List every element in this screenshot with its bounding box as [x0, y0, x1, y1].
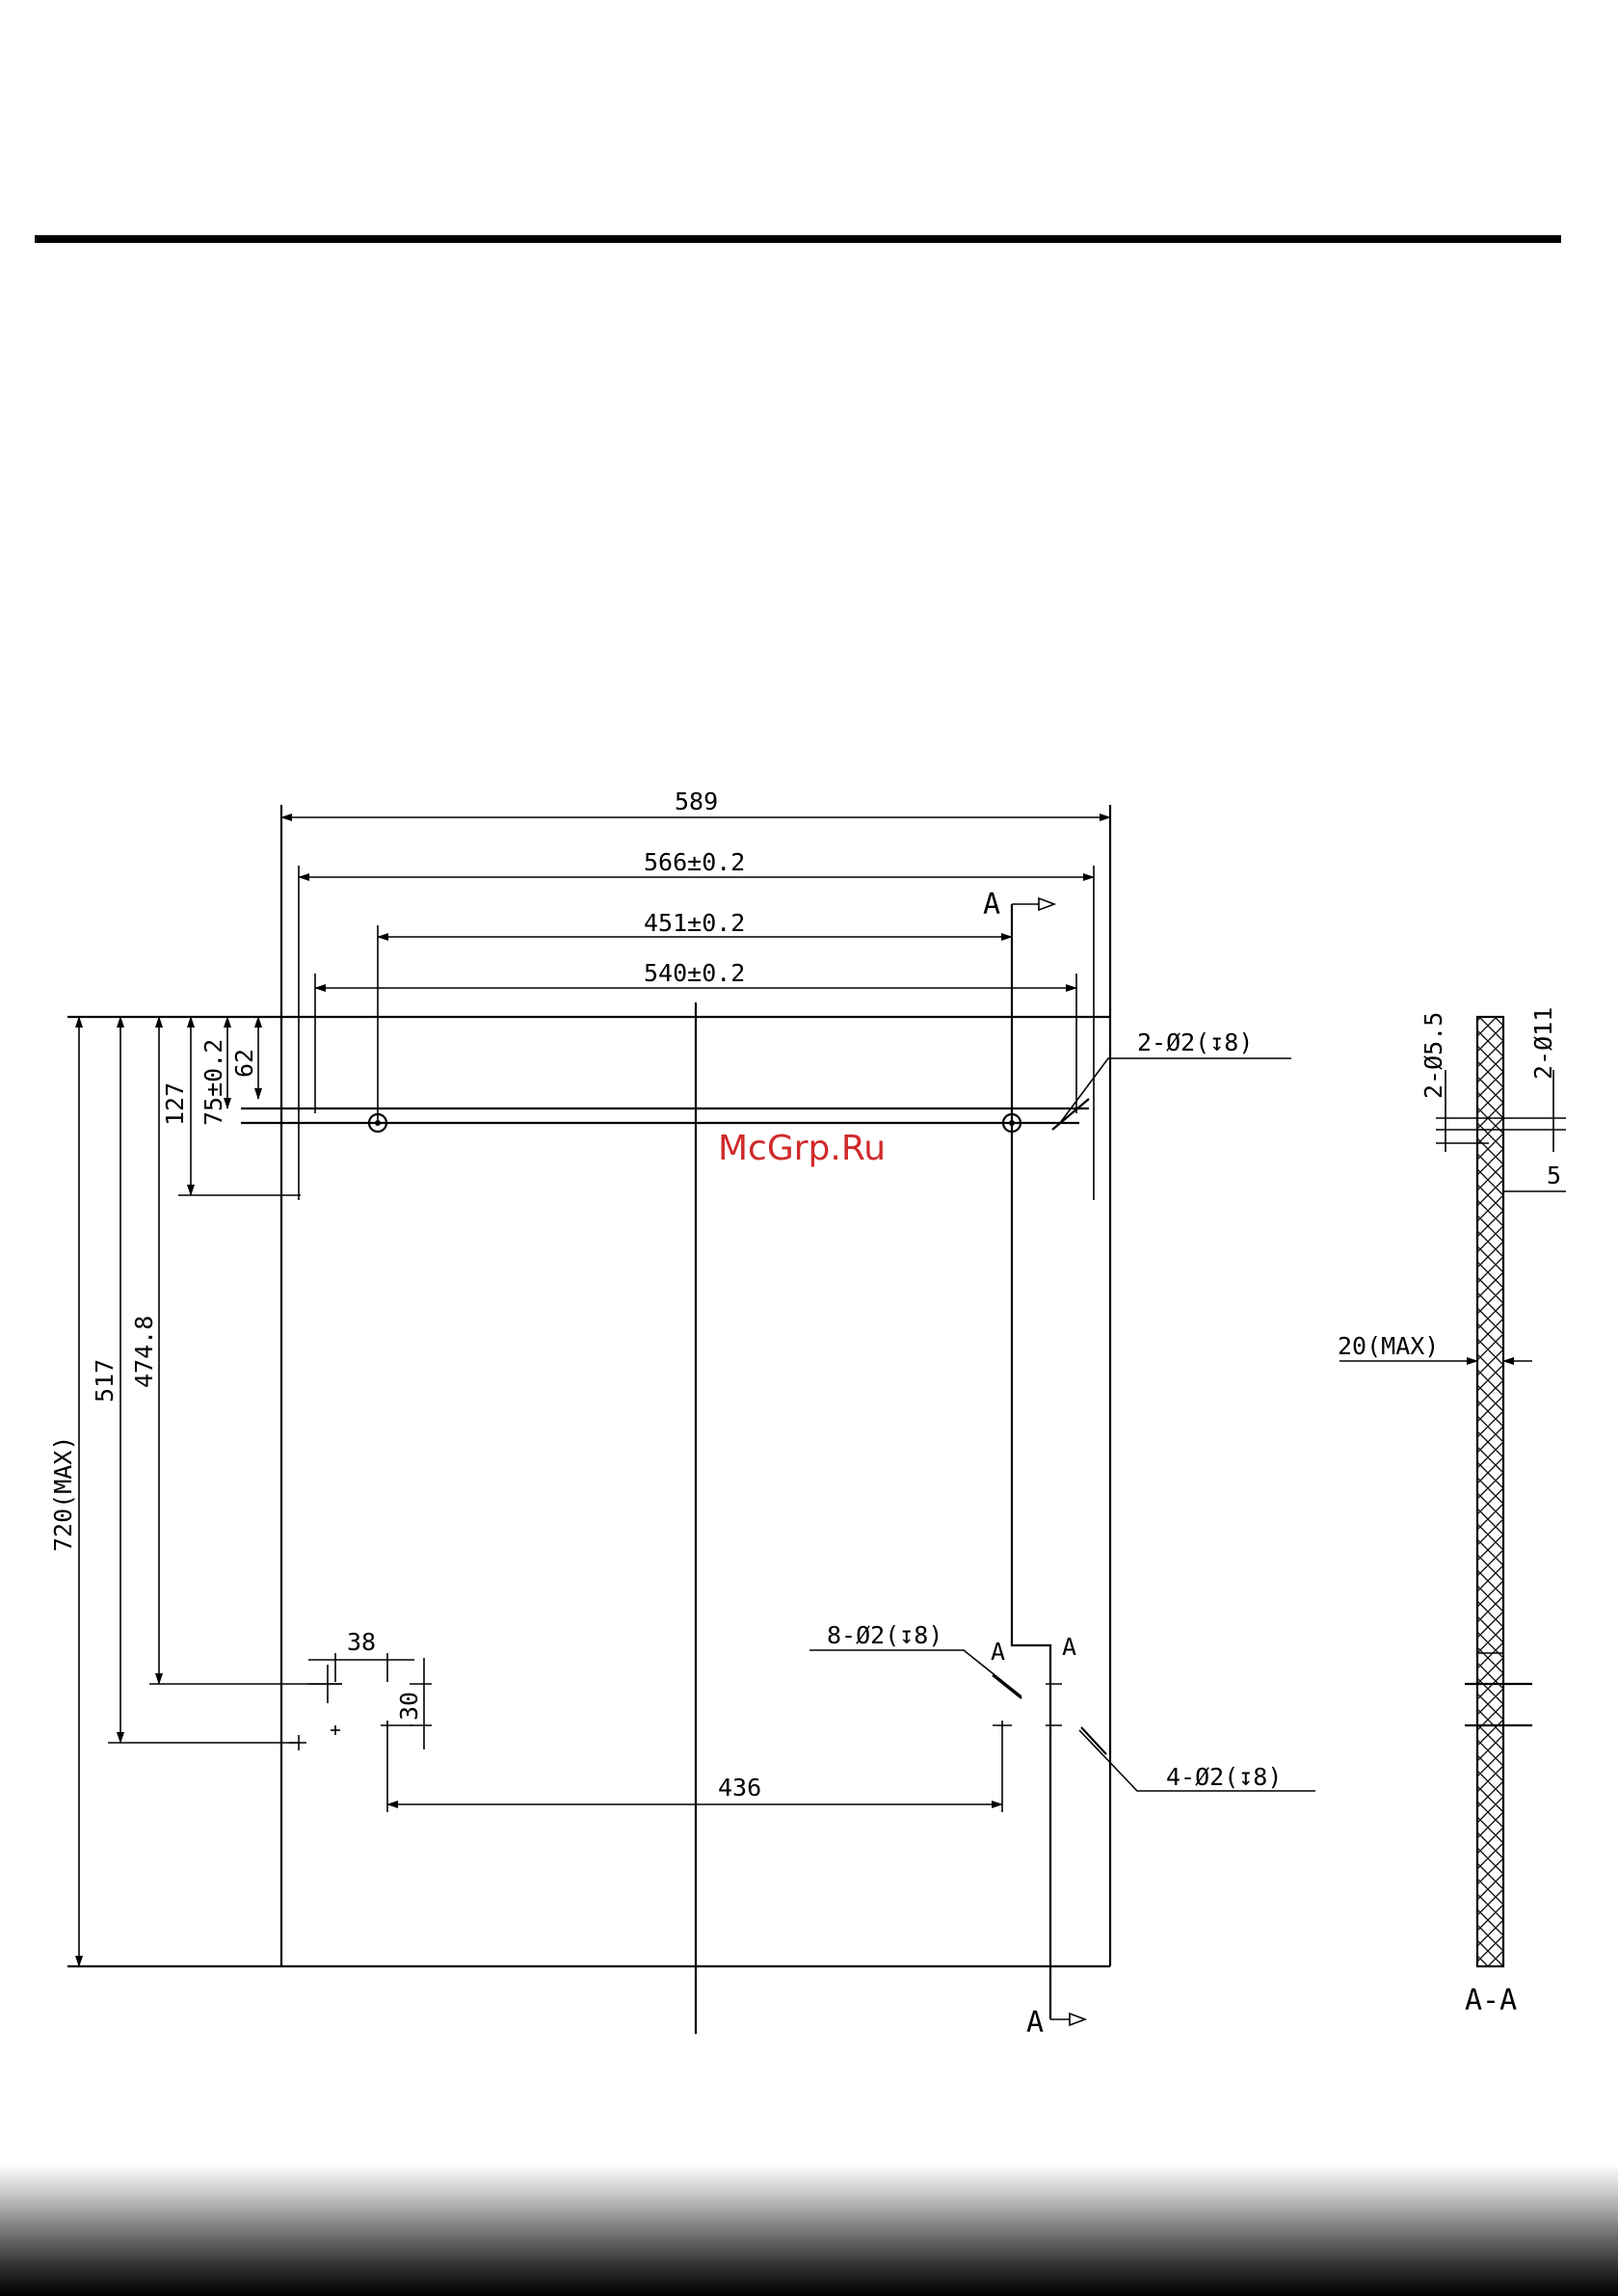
label-474: 474.8 [130, 1316, 158, 1388]
leader-top [1052, 1058, 1291, 1130]
label-566: 566±0.2 [644, 848, 745, 876]
section-line [1012, 898, 1085, 2025]
section-mark-top: A [983, 888, 1000, 921]
footer-gradient-band [0, 2164, 1618, 2296]
label-side-d55: 2-Ø5.5 [1419, 1012, 1447, 1099]
label-75: 75±0.2 [199, 1039, 227, 1126]
callout-4-holes: 4-Ø2(↧8) [1166, 1763, 1282, 1791]
leader-8 [809, 1650, 1021, 1698]
label-side-5: 5 [1547, 1161, 1561, 1189]
bottom-right-holes [1046, 1684, 1062, 1725]
label-589: 589 [675, 788, 718, 815]
section-view [1339, 1017, 1566, 1966]
dim-436 [387, 1721, 1012, 1812]
label-30: 30 [395, 1692, 423, 1721]
section-view-label: A-A [1465, 1984, 1517, 2017]
label-38: 38 [347, 1628, 376, 1656]
dim-38 [308, 1653, 414, 1682]
watermark: McGrp.Ru [718, 1129, 886, 1168]
main-outline [67, 805, 1110, 2034]
label-540: 540±0.2 [644, 959, 745, 987]
section-mark-mid-left: A [991, 1638, 1005, 1666]
callout-8-holes: 8-Ø2(↧8) [827, 1621, 942, 1649]
callout-top-holes: 2-Ø2(↧8) [1137, 1028, 1253, 1056]
label-side-d11: 2-Ø11 [1529, 1007, 1557, 1080]
label-720: 720(MAX) [49, 1436, 77, 1552]
bottom-left-holes [289, 1665, 412, 1812]
section-mark-bottom: A [1026, 2006, 1044, 2040]
label-side-20max: 20(MAX) [1338, 1332, 1439, 1360]
label-436: 436 [718, 1774, 761, 1802]
label-127: 127 [161, 1082, 189, 1126]
label-62: 62 [230, 1049, 258, 1078]
section-mark-mid-right: A [1062, 1633, 1076, 1661]
label-517: 517 [91, 1359, 119, 1402]
label-451: 451±0.2 [644, 909, 745, 937]
